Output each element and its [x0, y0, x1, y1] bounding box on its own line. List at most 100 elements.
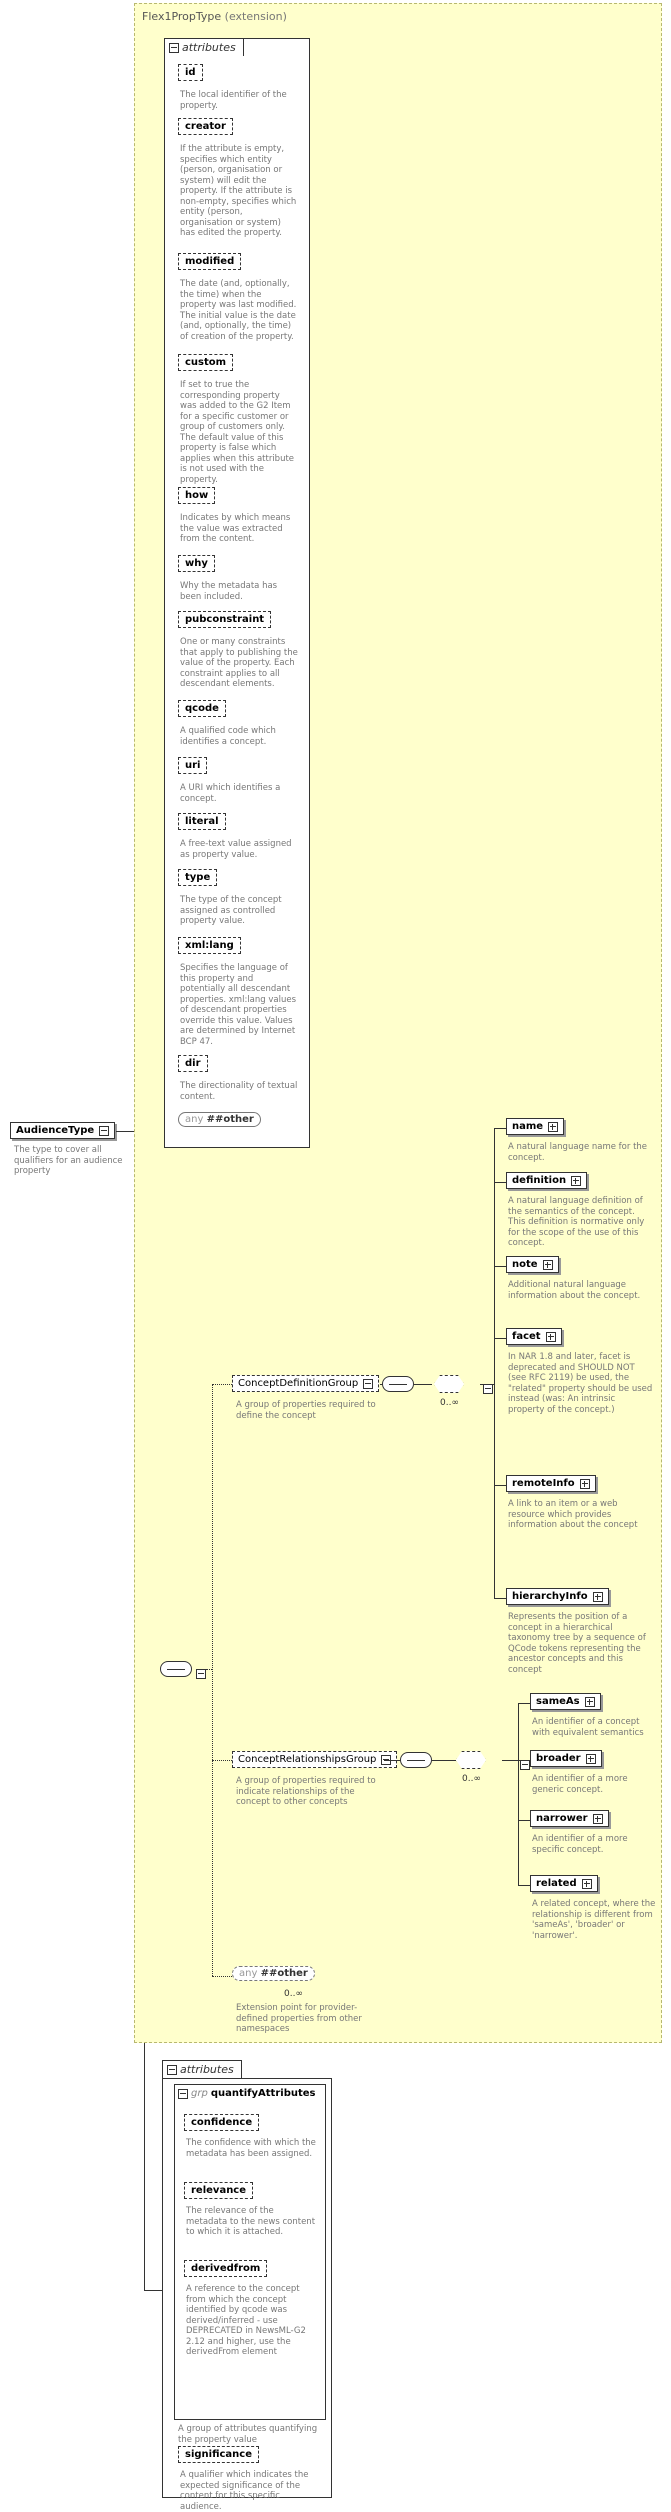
collapse-icon[interactable]	[167, 2064, 177, 2075]
expand-icon[interactable]	[584, 1696, 595, 1707]
collapse-icon[interactable]	[381, 1754, 392, 1765]
collapse-icon[interactable]	[196, 1669, 206, 1679]
root-element-audiencetype[interactable]: AudienceType	[10, 1122, 116, 1139]
quantify-group-header[interactable]: grp quantifyAttributes	[178, 2088, 316, 2099]
expand-icon[interactable]	[548, 1121, 559, 1132]
attribute-pubconstraint-description: One or many constraints that apply to pu…	[180, 637, 298, 689]
attribute-modified-description: The date (and, optionally, the time) whe…	[180, 279, 297, 342]
attribute-dir[interactable]: dir	[178, 1055, 208, 1072]
element-narrower[interactable]: narrower	[530, 1810, 609, 1827]
attribute-qcode[interactable]: qcode	[178, 700, 226, 717]
expand-icon[interactable]	[542, 1259, 553, 1270]
element-sameas-description: An identifier of a concept with equivale…	[532, 1717, 644, 1738]
trunk-to-quantify	[144, 2290, 162, 2291]
crg-connector	[384, 1760, 402, 1761]
element-remoteinfo-label: remoteInfo	[512, 1478, 575, 1489]
cdg-choice-connector	[480, 1384, 494, 1385]
attribute-type-description: The type of the concept assigned as cont…	[180, 895, 282, 926]
expand-icon[interactable]	[585, 1753, 596, 1764]
any-namespace: ##other	[260, 1968, 308, 1979]
cdg-sequence-compositor[interactable]	[382, 1376, 414, 1392]
attribute-why[interactable]: why	[178, 555, 215, 572]
crg-cardinality: 0..∞	[462, 1774, 481, 1784]
any-other-attribute[interactable]: any ##other	[178, 1112, 261, 1127]
attribute-derivedfrom-description: A reference to the concept from which th…	[186, 2284, 306, 2357]
collapse-icon[interactable]	[178, 2088, 188, 2099]
attribute-literal[interactable]: literal	[178, 813, 226, 830]
element-related-description: A related concept, where the relationshi…	[532, 1899, 656, 1941]
quantify-group-box	[174, 2084, 326, 2420]
cdg-elements-trunk	[494, 1128, 495, 1598]
concept-relationships-group[interactable]: ConceptRelationshipsGroup	[232, 1751, 398, 1768]
any-label: any	[239, 1968, 258, 1979]
attribute-xml-lang[interactable]: xml:lang	[178, 937, 241, 954]
quantify-attributes-tab[interactable]: attributes	[162, 2060, 242, 2078]
collapse-icon[interactable]	[99, 1125, 110, 1136]
main-sequence-compositor[interactable]	[160, 1661, 192, 1677]
concept-definition-group-description: A group of properties required to define…	[236, 1400, 376, 1421]
element-hierarchyinfo[interactable]: hierarchyInfo	[506, 1588, 609, 1605]
branch-definition-element	[494, 1182, 506, 1183]
any-label: any	[185, 1114, 204, 1125]
element-note[interactable]: note	[506, 1256, 559, 1273]
branch-name	[494, 1128, 506, 1129]
extension-point-cardinality: 0..∞	[284, 1989, 303, 1999]
element-broader[interactable]: broader	[530, 1750, 602, 1767]
attribute-uri[interactable]: uri	[178, 757, 208, 774]
attribute-creator[interactable]: creator	[178, 118, 233, 135]
branch-remoteinfo	[494, 1485, 506, 1486]
element-related[interactable]: related	[530, 1875, 598, 1892]
attribute-significance[interactable]: significance	[178, 2446, 260, 2463]
expand-icon[interactable]	[581, 1878, 592, 1889]
concept-definition-group[interactable]: ConceptDefinitionGroup	[232, 1375, 380, 1392]
attribute-confidence[interactable]: confidence	[184, 2114, 260, 2131]
collapse-icon[interactable]	[520, 1760, 531, 1770]
attribute-literal-description: A free-text value assigned as property v…	[180, 839, 292, 860]
element-facet[interactable]: facet	[506, 1328, 562, 1345]
attribute-significance-description: A qualifier which indicates the expected…	[180, 2470, 309, 2512]
attribute-pubconstraint[interactable]: pubconstraint	[178, 611, 272, 628]
element-name[interactable]: name	[506, 1118, 565, 1135]
root-description: The type to cover all qualifiers for an …	[14, 1145, 123, 1176]
collapse-icon[interactable]	[169, 42, 179, 53]
branch-note	[494, 1266, 506, 1267]
flex-attributes-tab[interactable]: attributes	[164, 38, 244, 56]
extension-point-any[interactable]: any ##other	[232, 1966, 315, 1981]
branch-extension-point	[212, 1976, 232, 1977]
attribute-custom[interactable]: custom	[178, 354, 234, 371]
branch-sameas	[518, 1703, 530, 1704]
branch-related	[518, 1885, 530, 1886]
expand-icon[interactable]	[545, 1331, 556, 1342]
element-broader-description: An identifier of a more generic concept.	[532, 1774, 628, 1795]
element-note-label: note	[512, 1259, 538, 1270]
collapse-icon[interactable]	[363, 1378, 374, 1389]
attribute-relevance[interactable]: relevance	[184, 2182, 254, 2199]
expand-icon[interactable]	[571, 1175, 582, 1186]
extension-point-description: Extension point for provider-defined pro…	[236, 2003, 362, 2034]
attribute-relevance-description: The relevance of the metadata to the new…	[186, 2206, 316, 2237]
attribute-derivedfrom[interactable]: derivedfrom	[184, 2260, 268, 2277]
expand-icon[interactable]	[592, 1813, 603, 1824]
crg-sequence-compositor[interactable]	[400, 1752, 432, 1768]
element-related-label: related	[536, 1878, 577, 1889]
expand-icon[interactable]	[592, 1591, 603, 1602]
attribute-xml-lang-description: Specifies the language of this property …	[180, 963, 297, 1047]
attribute-custom-description: If set to true the corresponding propert…	[180, 380, 295, 485]
collapse-icon[interactable]	[483, 1384, 494, 1394]
cdg-cardinality: 0..∞	[440, 1398, 459, 1408]
element-sameas[interactable]: sameAs	[530, 1693, 601, 1710]
concept-relationships-group-description: A group of properties required to indica…	[236, 1776, 376, 1807]
attribute-how[interactable]: how	[178, 487, 216, 504]
concept-definition-group-name: ConceptDefinitionGroup	[238, 1378, 359, 1389]
element-definition[interactable]: definition	[506, 1172, 588, 1189]
attribute-type[interactable]: type	[178, 869, 218, 886]
element-broader-label: broader	[536, 1753, 581, 1764]
attribute-id[interactable]: id	[178, 64, 203, 81]
expand-icon[interactable]	[579, 1478, 590, 1489]
crg-choice-compositor[interactable]	[456, 1751, 486, 1769]
element-remoteinfo[interactable]: remoteInfo	[506, 1475, 596, 1492]
branch-definition	[212, 1384, 232, 1385]
attribute-modified[interactable]: modified	[178, 253, 242, 270]
sequence-connector	[206, 1669, 212, 1670]
cdg-choice-compositor[interactable]	[434, 1375, 464, 1393]
